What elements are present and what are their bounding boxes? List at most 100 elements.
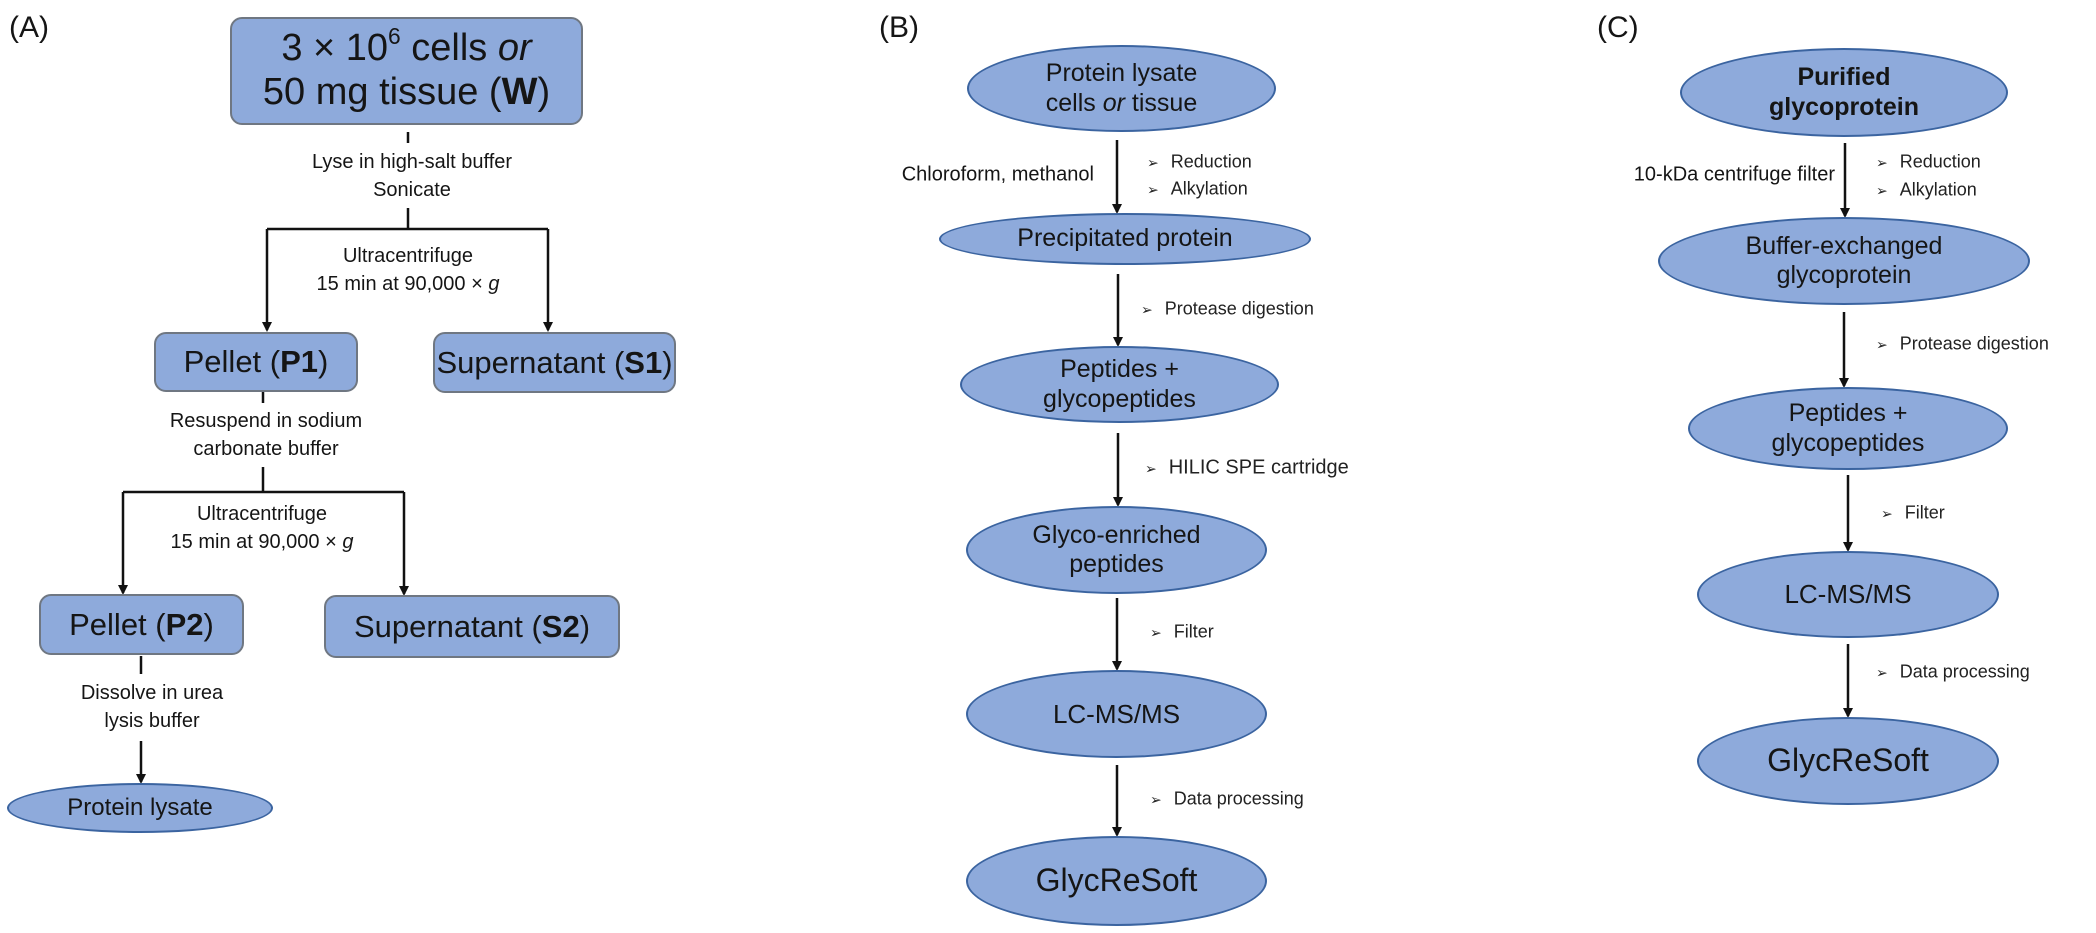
text: 15 min at 90,000 × [316,273,489,295]
node-line: cells or tissue [1046,89,1197,119]
arrowhead-bullet-icon: ➢ [1145,461,1157,478]
step-alkylation: ➢Alkylation [1876,180,1977,201]
node-line: Pellet (P1) [184,344,329,380]
node-line: LC-MS/MS [1784,579,1912,610]
node-line: Supernatant (S1) [436,345,672,381]
step-text: Ultracentrifuge [196,503,328,525]
step-text: HILIC SPE cartridge [1168,456,1349,479]
step-text: Ultracentrifuge [342,245,474,267]
text: 15 min at 90,000 × [170,531,343,553]
node-pellet-p2: Pellet (P2) [39,594,244,655]
step-text: Resuspend in sodium [169,410,363,432]
node-peptides-glycopeptides: Peptides + glycopeptides [1688,387,2008,470]
step-data-processing: ➢ Data processing [1150,789,1304,810]
step-protease-digestion: ➢Protease digestion [1141,299,1314,320]
arrowhead-bullet-icon: ➢ [1150,625,1162,642]
step-text: 15 min at 90,000 × g [171,528,354,556]
step-text: Filter [1904,502,1945,523]
node-peptides-glycopeptides: Peptides + glycopeptides [960,346,1279,423]
text-bold: S2 [541,608,580,644]
node-line: 50 mg tissue (W) [263,71,550,115]
step-reduction: ➢ Reduction [1876,152,1981,173]
text: tissue [1124,88,1198,117]
arrowhead-bullet-icon: ➢ [1876,337,1888,354]
step-text: Data processing [1173,788,1304,809]
node-supernatant-s2: Supernatant (S2) [324,595,620,658]
step-text: Protease digestion [1899,333,2049,354]
node-glycresoft: GlycReSoft [1697,717,1999,805]
step-hilic-spe: ➢ HILIC SPE cartridge [1145,457,1349,480]
node-line: GlycReSoft [1767,742,1929,779]
text-italic: g [488,273,500,295]
step-data-processing: ➢Data processing [1876,662,2030,683]
step-lyse: Lyse in high-salt buffer Sonicate [312,148,512,204]
arrowhead-bullet-icon: ➢ [1147,182,1159,199]
text: cells [400,27,498,70]
step-reduction: ➢Reduction [1147,152,1252,173]
text-italic: g [342,531,354,553]
text: Supernatant ( [353,608,542,644]
step-filter: ➢ Filter [1150,622,1214,643]
node-line: GlycReSoft [1035,862,1198,899]
panel-label-b: (B) [879,11,919,44]
step-text: Alkylation [1170,178,1248,199]
arrowhead-bullet-icon: ➢ [1876,155,1888,172]
node-protein-lysate: Protein lysate [7,783,273,833]
text: ) [318,344,329,380]
node-line: Supernatant (S2) [354,609,590,645]
panel-label-c: (C) [1597,11,1639,44]
node-line: Purified [1797,63,1891,91]
side-note-centrifuge-filter: 10-kDa centrifuge filter [1633,163,1835,186]
node-line: Protein lysate [67,793,213,821]
text: Pellet ( [183,344,281,380]
node-line: Peptides + [1788,399,1908,427]
step-ultracentrifuge-2: Ultracentrifuge 15 min at 90,000 × g [171,500,354,556]
step-text: Dissolve in urea [80,682,224,704]
step-alkylation: ➢ Alkylation [1147,179,1248,200]
panel-label-a: (A) [9,11,49,44]
text: 3 × 10 [281,27,389,70]
text: cells [1045,88,1103,117]
step-text: Lyse in high-salt buffer [311,151,513,173]
text: ) [579,608,591,644]
node-lc-ms-ms: LC-MS/MS [966,670,1267,758]
node-starting-material: 3 × 106 cells or 50 mg tissue (W) [230,17,583,125]
text-italic: or [497,27,532,70]
node-protein-lysate-input: Protein lysate cells or tissue [967,45,1276,132]
node-buffer-exchanged-glycoprotein: Buffer-exchanged glycoprotein [1658,217,2030,305]
node-line: Buffer-exchanged [1745,231,1943,260]
exponent: 6 [388,23,401,50]
node-line: Precipitated protein [1017,224,1233,253]
node-line: Glyco-enriched [1032,520,1201,549]
arrowhead-bullet-icon: ➢ [1141,302,1153,319]
step-text: 15 min at 90,000 × g [317,270,500,298]
node-precipitated-protein: Precipitated protein [939,213,1311,265]
node-line: Protein lysate [1045,59,1198,87]
text-bold: W [501,71,538,113]
step-dissolve: Dissolve in urea lysis buffer [81,679,223,735]
node-line: glycoprotein [1768,92,1919,121]
text-bold: P1 [280,344,319,380]
node-supernatant-s1: Supernatant (S1) [433,332,676,393]
arrowhead-bullet-icon: ➢ [1876,665,1888,682]
step-text: Filter [1173,621,1214,642]
node-line: glycopeptides [1043,384,1196,413]
node-line: peptides [1069,550,1164,578]
node-line: LC-MS/MS [1052,698,1181,729]
node-purified-glycoprotein: Purified glycoprotein [1680,48,2008,137]
step-text: Sonicate [373,179,451,201]
node-line: Pellet (P2) [69,607,214,643]
step-text: carbonate buffer [193,438,339,460]
node-glycresoft: GlycReSoft [966,836,1267,926]
node-glyco-enriched-peptides: Glyco-enriched peptides [966,506,1267,594]
text: ) [662,344,673,380]
step-filter: ➢Filter [1881,503,1945,524]
node-line: 3 × 106 cells or [281,25,532,71]
arrowhead-bullet-icon: ➢ [1150,792,1162,809]
step-text: Reduction [1899,151,1981,172]
text: ) [203,606,214,642]
step-text: Reduction [1170,151,1252,172]
node-line: glycoprotein [1776,261,1912,289]
step-text: lysis buffer [104,710,200,732]
step-text: Alkylation [1899,179,1977,200]
